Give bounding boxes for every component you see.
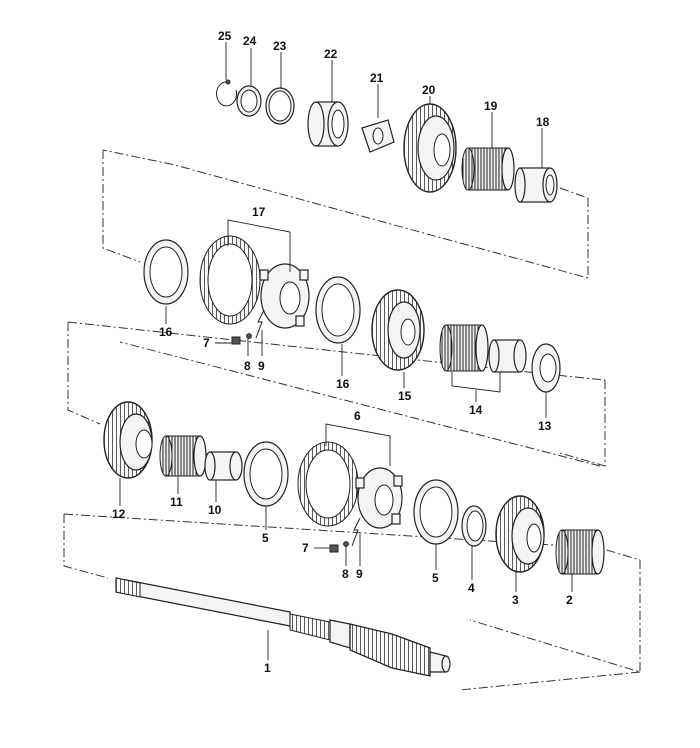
callout-4: 4	[468, 581, 475, 595]
needle-bearing-19	[461, 147, 515, 191]
gear-20	[403, 103, 457, 193]
main-shaft-1	[115, 577, 451, 677]
sync-ring-16-left	[143, 239, 189, 305]
callout-labels: 25 24 23 22 21 20 19 18 17 16 7 8 9 16 1…	[112, 29, 573, 675]
sleeve-18	[514, 167, 558, 203]
callout-20: 20	[422, 83, 436, 97]
sleeve-17	[199, 235, 261, 325]
washer-4	[461, 505, 487, 547]
callout-6: 6	[354, 409, 361, 423]
key-7-upper	[231, 336, 241, 345]
gear-12	[103, 401, 153, 479]
needle-bearing-2	[555, 529, 605, 575]
callout-9-b: 9	[356, 567, 363, 581]
group-bracket-14	[451, 372, 501, 402]
leader-lines	[119, 42, 573, 660]
callout-1: 1	[264, 661, 271, 675]
sync-ring-5-left	[243, 441, 289, 507]
hub-17	[259, 263, 310, 329]
gear-3	[495, 495, 545, 573]
assembly-boundary-upper	[102, 149, 589, 279]
callout-8-b: 8	[342, 567, 349, 581]
callout-21: 21	[370, 71, 384, 85]
callout-15: 15	[398, 389, 412, 403]
ring-23	[265, 87, 295, 125]
sleeve-6	[297, 441, 359, 527]
group-bracket-6	[325, 423, 391, 466]
callout-7-b: 7	[302, 541, 309, 555]
callout-14: 14	[469, 403, 483, 417]
needle-bearing-11	[159, 435, 207, 477]
callout-7-a: 7	[203, 336, 210, 350]
gear-15	[371, 289, 425, 371]
ball-8-lower	[343, 541, 349, 547]
spring-9-lower	[351, 517, 361, 547]
callout-12: 12	[112, 507, 126, 521]
callout-2: 2	[566, 593, 573, 607]
thrust-plate-21	[361, 119, 395, 153]
assembly-boundary-middle	[67, 321, 606, 467]
sync-ring-5-right	[413, 479, 459, 545]
bearing-22	[307, 101, 349, 147]
callout-22: 22	[324, 47, 338, 61]
callout-23: 23	[273, 39, 287, 53]
callout-25: 25	[218, 29, 232, 43]
sleeve-14	[488, 339, 527, 373]
callout-11: 11	[170, 495, 183, 509]
ball-8-upper	[246, 333, 252, 339]
callout-8-a: 8	[244, 359, 251, 373]
callout-17: 17	[252, 205, 266, 219]
key-7-lower	[329, 544, 339, 553]
circlip-25	[216, 79, 237, 107]
spring-9-upper	[255, 309, 265, 339]
group-bracket-17	[227, 219, 291, 272]
callout-3: 3	[512, 593, 519, 607]
callout-18: 18	[536, 115, 550, 129]
thrust-washer-13	[531, 343, 561, 393]
callout-16-a: 16	[159, 325, 173, 339]
callout-5-a: 5	[262, 531, 269, 545]
callout-9-a: 9	[258, 359, 265, 373]
assembly-boundary-lower	[63, 513, 641, 691]
needle-bearing-14	[439, 324, 489, 372]
hub-6	[355, 467, 403, 529]
callout-13: 13	[538, 419, 552, 433]
callout-5-b: 5	[432, 571, 439, 585]
callout-16-b: 16	[336, 377, 350, 391]
callout-19: 19	[484, 99, 498, 113]
sleeve-10	[204, 451, 243, 481]
callout-24: 24	[243, 34, 257, 48]
callout-10: 10	[208, 503, 222, 517]
sync-ring-16-right	[315, 276, 361, 344]
